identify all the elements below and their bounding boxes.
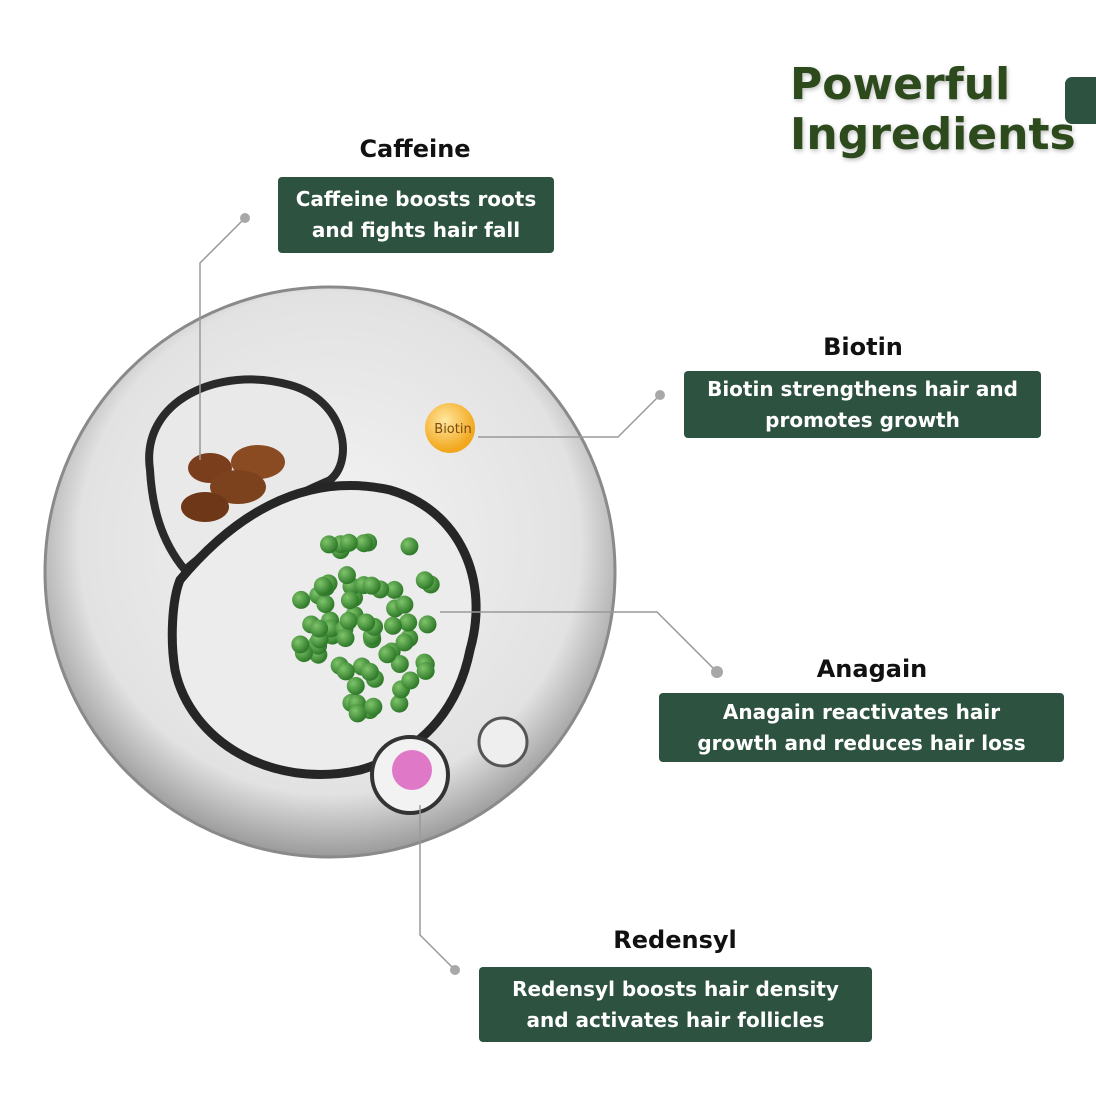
biotin-capsule-label: Biotin [434,422,471,437]
pea [385,580,404,599]
pea [364,697,383,716]
pea [378,645,397,664]
pea [362,576,381,595]
pea [383,616,402,635]
pea [390,694,409,713]
pea [354,534,373,553]
pea [348,704,367,723]
pea [415,571,434,590]
pea [339,611,358,630]
pea [401,671,420,690]
pea [346,676,365,695]
anagain-title: Anagain [816,655,928,683]
pea [339,533,358,552]
pea [292,590,311,609]
pea [357,613,376,632]
green-peas-icon [291,533,440,723]
clover-flower-icon [392,750,432,790]
pea [313,576,332,595]
pea [399,613,418,632]
pea [390,655,409,674]
pea [395,633,414,652]
pea [310,619,329,638]
redensyl-title: Redensyl [613,926,737,954]
page-heading: Powerful Ingredients [790,59,1076,160]
pea [291,635,310,654]
pea [336,629,355,648]
caffeine-title: Caffeine [359,135,471,163]
connector-lines [199,217,718,971]
pea [316,595,335,614]
pea [360,662,379,681]
pea [337,566,356,585]
decorative-tab [1065,77,1096,124]
pea [418,615,437,634]
biotin-title: Biotin [823,333,903,361]
coffee-beans-icon [181,445,285,522]
pea [416,661,435,680]
pea [400,537,419,556]
pea [395,595,414,614]
pea [340,591,359,610]
pea [336,662,355,681]
biotin-capsule-icon [425,403,475,453]
pea [320,535,339,554]
